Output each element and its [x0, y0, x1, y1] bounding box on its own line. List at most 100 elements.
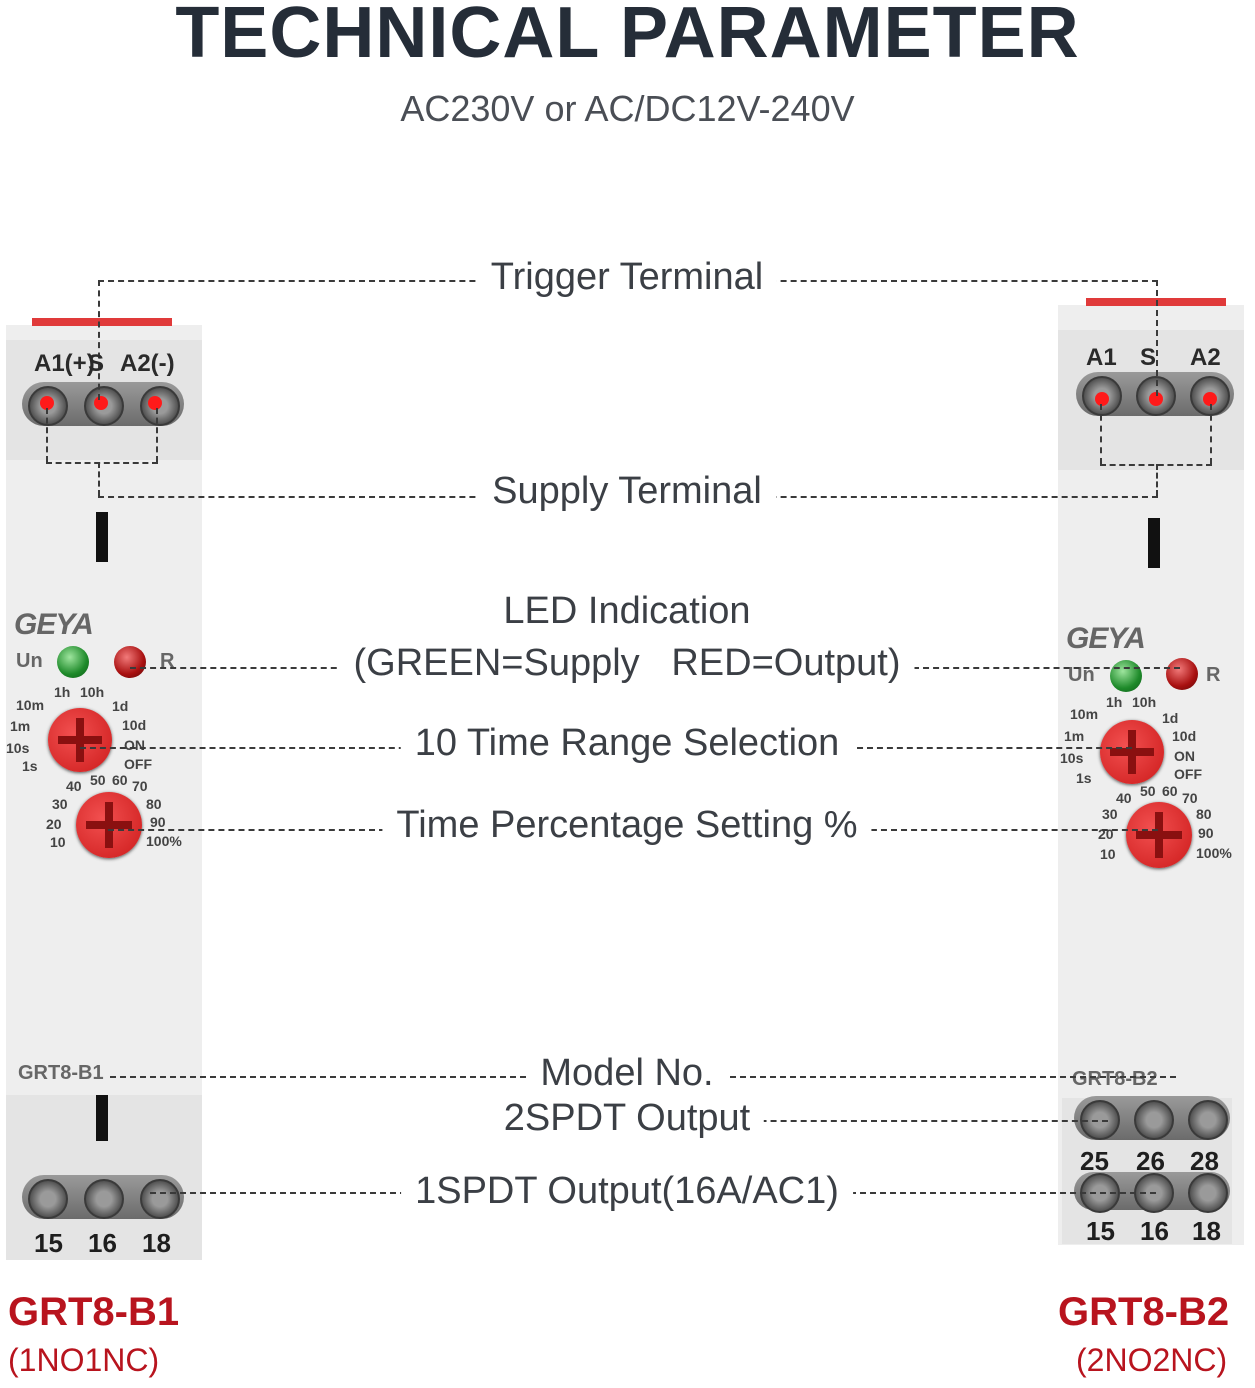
percent-dial-left[interactable]: [76, 792, 142, 858]
terminal-15-right: 15: [1086, 1216, 1115, 1246]
terminal-28: 28: [1190, 1146, 1219, 1176]
din-slot-top-right: [1148, 518, 1160, 568]
screw-26: [1134, 1100, 1174, 1140]
dial-cross-icon: [86, 821, 132, 829]
callout-led-legend: (GREEN=Supply RED=Output): [339, 642, 915, 685]
terminal-25: 25: [1080, 1146, 1109, 1176]
leader-2spdt: [640, 1120, 1108, 1122]
screw-18-right: [1188, 1173, 1228, 1213]
time-range-dial-right[interactable]: [1100, 720, 1164, 784]
pct-tick-90-right: 90: [1198, 825, 1214, 841]
screw-bar-bottom-right: [1074, 1172, 1230, 1213]
dial-cross-icon: [58, 736, 102, 744]
callout-trigger-terminal: Trigger Terminal: [476, 256, 778, 299]
led-red-right: [1166, 658, 1198, 690]
pct-tick-10-right: 10: [1100, 846, 1116, 862]
screw-18: [140, 1179, 180, 1219]
pct-tick-50: 50: [90, 772, 106, 788]
tick-10m: 10m: [16, 697, 45, 713]
marker-s-right: [1149, 392, 1163, 406]
brand-logo-right: GEYA: [1066, 622, 1146, 655]
terminal-label-a2-right: A2: [1190, 344, 1221, 371]
terminal-15-left: 15: [34, 1228, 63, 1258]
screw-bar-bottom-left: [22, 1175, 184, 1219]
led-green-left: [57, 646, 89, 678]
pct-tick-80-right: 80: [1196, 806, 1212, 822]
terminal-16-left: 16: [88, 1228, 117, 1258]
leader-supply-right-a1: [1100, 404, 1102, 464]
screw-a2: [140, 386, 180, 426]
marker-a2: [148, 396, 162, 410]
din-slot-bottom-left: [96, 1095, 108, 1141]
pct-tick-30: 30: [52, 796, 68, 812]
marker-a1: [40, 396, 54, 410]
terminal-label-a1: A1(+): [34, 350, 95, 377]
time-range-dial-left[interactable]: [48, 708, 112, 772]
dial-cross-icon: [1110, 748, 1154, 756]
pct-tick-100: 100%: [146, 833, 182, 849]
led-label-un-right: Un: [1068, 664, 1095, 686]
product-name-right: GRT8-B2: [1058, 1290, 1230, 1334]
contact-type-right: (2NO2NC): [1076, 1342, 1228, 1378]
callout-time-percentage: Time Percentage Setting %: [382, 804, 872, 847]
callout-1spdt-output: 1SPDT Output(16A/AC1): [401, 1170, 853, 1213]
terminal-18-right: 18: [1192, 1216, 1221, 1246]
terminal-label-s-right: S: [1140, 344, 1157, 371]
tick-1s: 1s: [22, 758, 38, 774]
pct-tick-90: 90: [150, 814, 166, 830]
terminal-26: 26: [1136, 1146, 1165, 1176]
tick-1d: 1d: [112, 698, 129, 714]
pct-tick-60-right: 60: [1162, 783, 1178, 799]
callout-led-indication: LED Indication: [489, 590, 765, 633]
pct-tick-60: 60: [112, 772, 128, 788]
terminal-label-a1-right: A1: [1086, 344, 1117, 371]
led-green-right: [1110, 660, 1142, 692]
pct-tick-70-right: 70: [1182, 790, 1198, 806]
tick-off-right: OFF: [1174, 766, 1202, 782]
tick-10s: 10s: [6, 740, 30, 756]
screw-bar-mid-right: [1074, 1096, 1230, 1140]
led-label-un-left: Un: [16, 650, 43, 672]
tick-off: OFF: [124, 756, 152, 772]
leader-trigger-right-drop: [1156, 280, 1158, 396]
voltage-subtitle: AC230V or AC/DC12V-240V: [400, 88, 855, 129]
model-print-left: GRT8-B1: [18, 1062, 104, 1084]
led-label-r-left: R: [160, 650, 175, 672]
pct-tick-40: 40: [66, 778, 82, 794]
leader-trigger-left-drop: [98, 280, 100, 400]
callout-supply-terminal: Supply Terminal: [478, 470, 776, 513]
red-cap-left: [32, 318, 172, 326]
model-print-right: GRT8-B2: [1072, 1068, 1158, 1090]
led-label-r-right: R: [1206, 664, 1221, 686]
tick-1h: 1h: [54, 684, 71, 700]
leader-supply-left-a1: [46, 408, 48, 462]
tick-10h: 10h: [80, 684, 105, 700]
pct-tick-70: 70: [132, 778, 148, 794]
brand-logo-left: GEYA: [14, 608, 94, 641]
screw-15: [28, 1179, 68, 1219]
tick-1h-right: 1h: [1106, 694, 1123, 710]
tick-on-right: ON: [1174, 748, 1195, 764]
tick-10s-right: 10s: [1060, 750, 1084, 766]
tick-10m-right: 10m: [1070, 706, 1099, 722]
terminal-label-a2: A2(-): [120, 350, 175, 377]
tick-10h-right: 10h: [1132, 694, 1157, 710]
page-title: TECHNICAL PARAMETER: [175, 0, 1080, 73]
pct-tick-100-right: 100%: [1196, 845, 1232, 861]
tick-10d-right: 10d: [1172, 728, 1197, 744]
percent-dial-right[interactable]: [1126, 802, 1192, 868]
screw-16: [84, 1179, 124, 1219]
pct-tick-40-right: 40: [1116, 790, 1132, 806]
contact-type-left: (1NO1NC): [8, 1342, 160, 1378]
tick-1d-right: 1d: [1162, 710, 1179, 726]
pct-tick-80: 80: [146, 796, 162, 812]
callout-time-range: 10 Time Range Selection: [400, 722, 854, 765]
din-slot-top-left: [96, 512, 108, 562]
tick-1m: 1m: [10, 718, 31, 734]
product-name-left: GRT8-B1: [8, 1290, 180, 1334]
dial-cross-icon: [1136, 831, 1182, 839]
screw-28: [1188, 1100, 1228, 1140]
terminal-18-left: 18: [142, 1228, 171, 1258]
leader-supply-left-drop: [98, 462, 100, 496]
pct-tick-30-right: 30: [1102, 806, 1118, 822]
